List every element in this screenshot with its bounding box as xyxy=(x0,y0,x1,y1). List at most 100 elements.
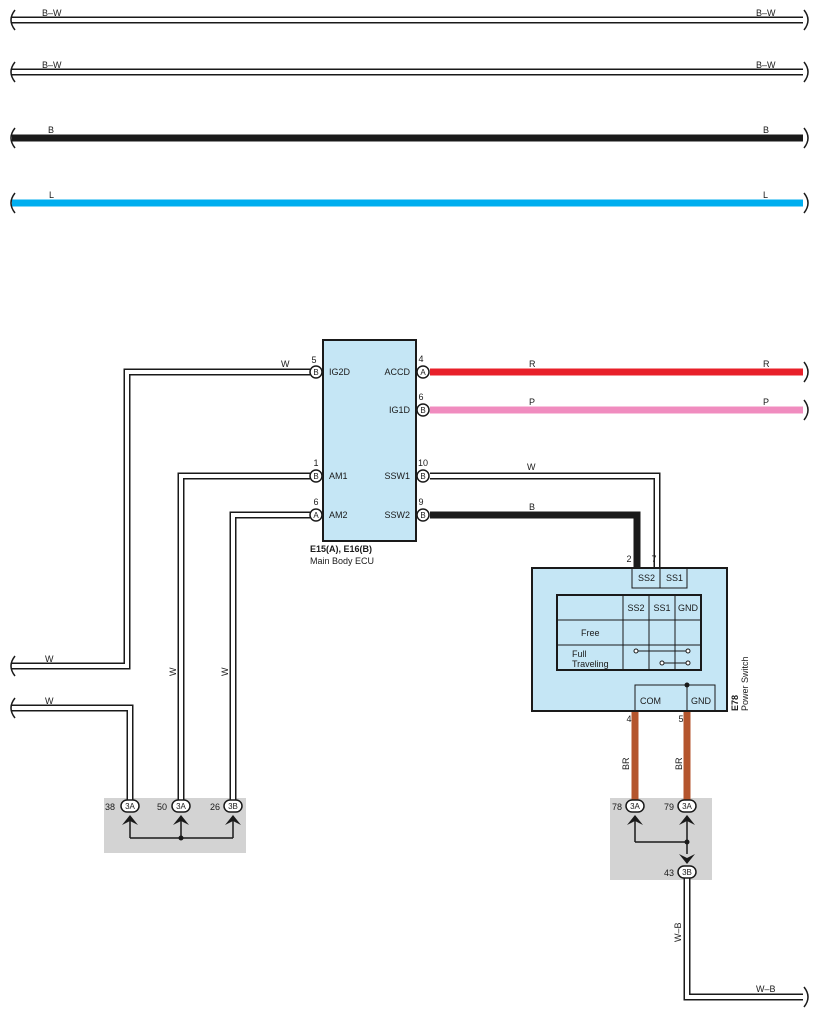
svg-text:4: 4 xyxy=(418,354,423,364)
svg-text:1: 1 xyxy=(313,458,318,468)
ecu-pin-ig1d: 6 B IG1D xyxy=(389,392,430,417)
accd-red-wire xyxy=(430,361,809,383)
wire-label-br-right: BR xyxy=(674,757,684,770)
svg-text:43: 43 xyxy=(664,868,674,878)
switch-operation-table: SS2 SS1 GND Free Full Traveling xyxy=(556,594,702,671)
table-header-ss2: SS2 xyxy=(627,603,644,613)
svg-text:3A: 3A xyxy=(176,802,186,811)
junction-right-79: 79 3A xyxy=(664,799,697,854)
svg-text:B: B xyxy=(420,406,425,415)
svg-text:AM1: AM1 xyxy=(329,471,348,481)
svg-text:B: B xyxy=(313,368,318,377)
wire-label-am2: W xyxy=(220,667,230,676)
table-header-ss1: SS1 xyxy=(653,603,670,613)
top-wire-4-left-label: L xyxy=(49,190,54,200)
ecu-code: E15(A), E16(B) xyxy=(310,544,372,554)
top-wire-2-left-label: B–W xyxy=(42,60,62,70)
junction-right-43: 43 3B xyxy=(664,854,697,879)
svg-text:6: 6 xyxy=(313,497,318,507)
junction-right-node xyxy=(684,839,690,845)
ecu-pin-ssw1: 10 B SSW1 xyxy=(384,458,430,483)
switch-name: Power Switch xyxy=(740,656,750,711)
svg-text:9: 9 xyxy=(418,497,423,507)
svg-text:B: B xyxy=(313,472,318,481)
wire-label-left-w2: W xyxy=(45,696,54,706)
switch-pin-ss2: 2 xyxy=(626,554,631,564)
switch-pin-com: 4 xyxy=(626,714,631,724)
ecu-pin-accd: 4 A ACCD xyxy=(384,354,430,379)
junction-right-78: 78 3A xyxy=(612,799,645,842)
top-wire-3-left-label: B xyxy=(48,125,54,135)
table-row-free: Free xyxy=(581,628,600,638)
ecu-pin-am1: 1 B AM1 xyxy=(309,458,348,483)
svg-text:AM2: AM2 xyxy=(329,510,348,520)
switch-pin-gnd: 5 xyxy=(678,714,683,724)
svg-text:3A: 3A xyxy=(125,802,135,811)
svg-text:3A: 3A xyxy=(682,802,692,811)
junction-left-26: 26 3B xyxy=(210,799,243,838)
svg-text:3B: 3B xyxy=(228,802,238,811)
top-wire-2-right-label: B–W xyxy=(756,60,776,70)
top-wire-1-left-label: B–W xyxy=(42,8,62,18)
svg-text:SSW2: SSW2 xyxy=(384,510,410,520)
wire-label-ig1d-left: P xyxy=(529,397,535,407)
wire-label-accd-right: R xyxy=(763,359,770,369)
switch-ss1-label: SS1 xyxy=(666,573,683,583)
wire-label-wb-horizontal: W–B xyxy=(756,984,776,994)
svg-text:38: 38 xyxy=(105,802,115,812)
wire-label-ig2d: W xyxy=(281,359,290,369)
wire-label-ssw1: W xyxy=(527,462,536,472)
top-wire-3-right-label: B xyxy=(763,125,769,135)
svg-text:26: 26 xyxy=(210,802,220,812)
switch-gnd-label: GND xyxy=(691,696,712,706)
switch-pin-ss1: 7 xyxy=(651,554,656,564)
ecu-pin-ssw2: 9 B SSW2 xyxy=(384,497,430,522)
svg-text:B: B xyxy=(420,511,425,520)
wire-label-ig1d-right: P xyxy=(763,397,769,407)
ssw2-black-wire xyxy=(430,511,641,568)
svg-text:IG2D: IG2D xyxy=(329,367,351,377)
top-wire-1-right-label: B–W xyxy=(756,8,776,18)
wire-label-wb-vertical: W–B xyxy=(673,922,683,942)
svg-text:IG1D: IG1D xyxy=(389,405,411,415)
ecu-pin-ig2d: 5 B IG2D xyxy=(309,355,351,379)
ecu-pin-am2: 6 A AM2 xyxy=(309,497,348,522)
switch-com-label: COM xyxy=(640,696,661,706)
white-wires xyxy=(12,368,803,1001)
ig1d-pink-wire xyxy=(430,399,809,421)
top-wire-3: B B xyxy=(10,125,809,149)
table-row-full-1: Full xyxy=(572,649,587,659)
table-row-full-2: Traveling xyxy=(572,659,609,669)
svg-text:6: 6 xyxy=(418,392,423,402)
svg-text:3B: 3B xyxy=(682,868,692,877)
wire-label-accd-left: R xyxy=(529,359,536,369)
top-wire-4: L L xyxy=(10,190,809,214)
wire-label-left-w1: W xyxy=(45,654,54,664)
svg-text:79: 79 xyxy=(664,802,674,812)
power-switch: SS2 SS1 2 7 SS2 SS1 GND Free Full Travel… xyxy=(531,554,750,724)
junction-left-node xyxy=(178,835,184,841)
switch-ss2-label: SS2 xyxy=(638,573,655,583)
svg-text:SSW1: SSW1 xyxy=(384,471,410,481)
svg-text:5: 5 xyxy=(311,355,316,365)
wire-label-ssw2: B xyxy=(529,502,535,512)
junction-panel-right xyxy=(610,798,712,880)
svg-text:50: 50 xyxy=(157,802,167,812)
svg-text:A: A xyxy=(420,368,426,377)
main-body-ecu: E15(A), E16(B) Main Body ECU xyxy=(310,339,417,566)
junction-left-38: 38 3A xyxy=(105,799,140,838)
wire-label-am1: W xyxy=(168,667,178,676)
top-wire-2: B–W B–W xyxy=(10,60,809,83)
table-header-gnd: GND xyxy=(678,603,699,613)
svg-text:B: B xyxy=(420,472,425,481)
svg-text:78: 78 xyxy=(612,802,622,812)
top-wire-4-right-label: L xyxy=(763,190,768,200)
svg-text:10: 10 xyxy=(418,458,428,468)
wire-label-br-left: BR xyxy=(621,757,631,770)
svg-text:A: A xyxy=(313,511,319,520)
junction-left-50: 50 3A xyxy=(157,799,191,838)
switch-code: E78 xyxy=(730,695,740,711)
ecu-name: Main Body ECU xyxy=(310,556,374,566)
svg-text:3A: 3A xyxy=(630,802,640,811)
